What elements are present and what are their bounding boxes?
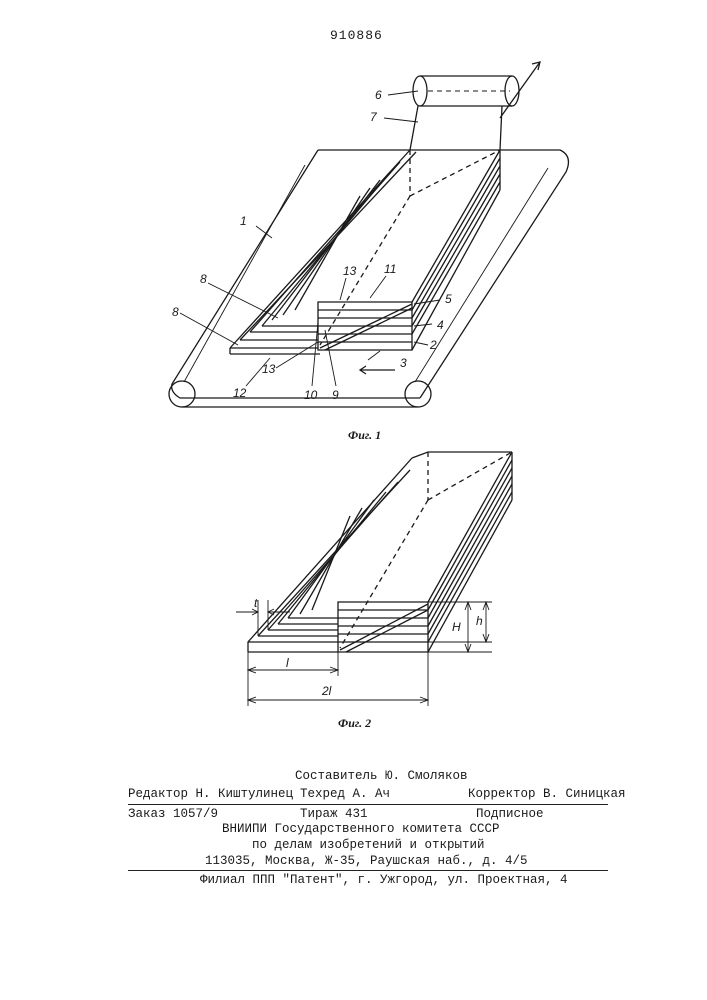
- corrector: Корректор В. Синицкая: [468, 786, 626, 802]
- circulation: Тираж 431: [300, 806, 368, 822]
- org-line-2: по делам изобретений и открытий: [252, 837, 485, 853]
- figure-2-caption: Фиг. 2: [338, 716, 371, 731]
- order: Заказ 1057/9: [128, 806, 218, 822]
- org-line-3: 113035, Москва, Ж-35, Раушская наб., д. …: [205, 853, 528, 869]
- imprint-rule-top: [128, 804, 608, 805]
- dim-2l: 2l: [322, 684, 331, 698]
- imprint-rule-bottom: [128, 870, 608, 871]
- dim-l: l: [286, 656, 289, 670]
- branch: Филиал ППП "Патент", г. Ужгород, ул. Про…: [200, 872, 568, 888]
- tech-editor: Техред А. Ач: [300, 786, 390, 802]
- compiler: Составитель Ю. Смоляков: [295, 768, 468, 784]
- dim-h: h: [476, 614, 483, 628]
- editor: Редактор Н. Киштулинец: [128, 786, 293, 802]
- subscription: Подписное: [476, 806, 544, 822]
- dim-t: t: [254, 596, 257, 610]
- org-line-1: ВНИИПИ Государственного комитета СССР: [222, 821, 500, 837]
- dim-H: H: [452, 620, 461, 634]
